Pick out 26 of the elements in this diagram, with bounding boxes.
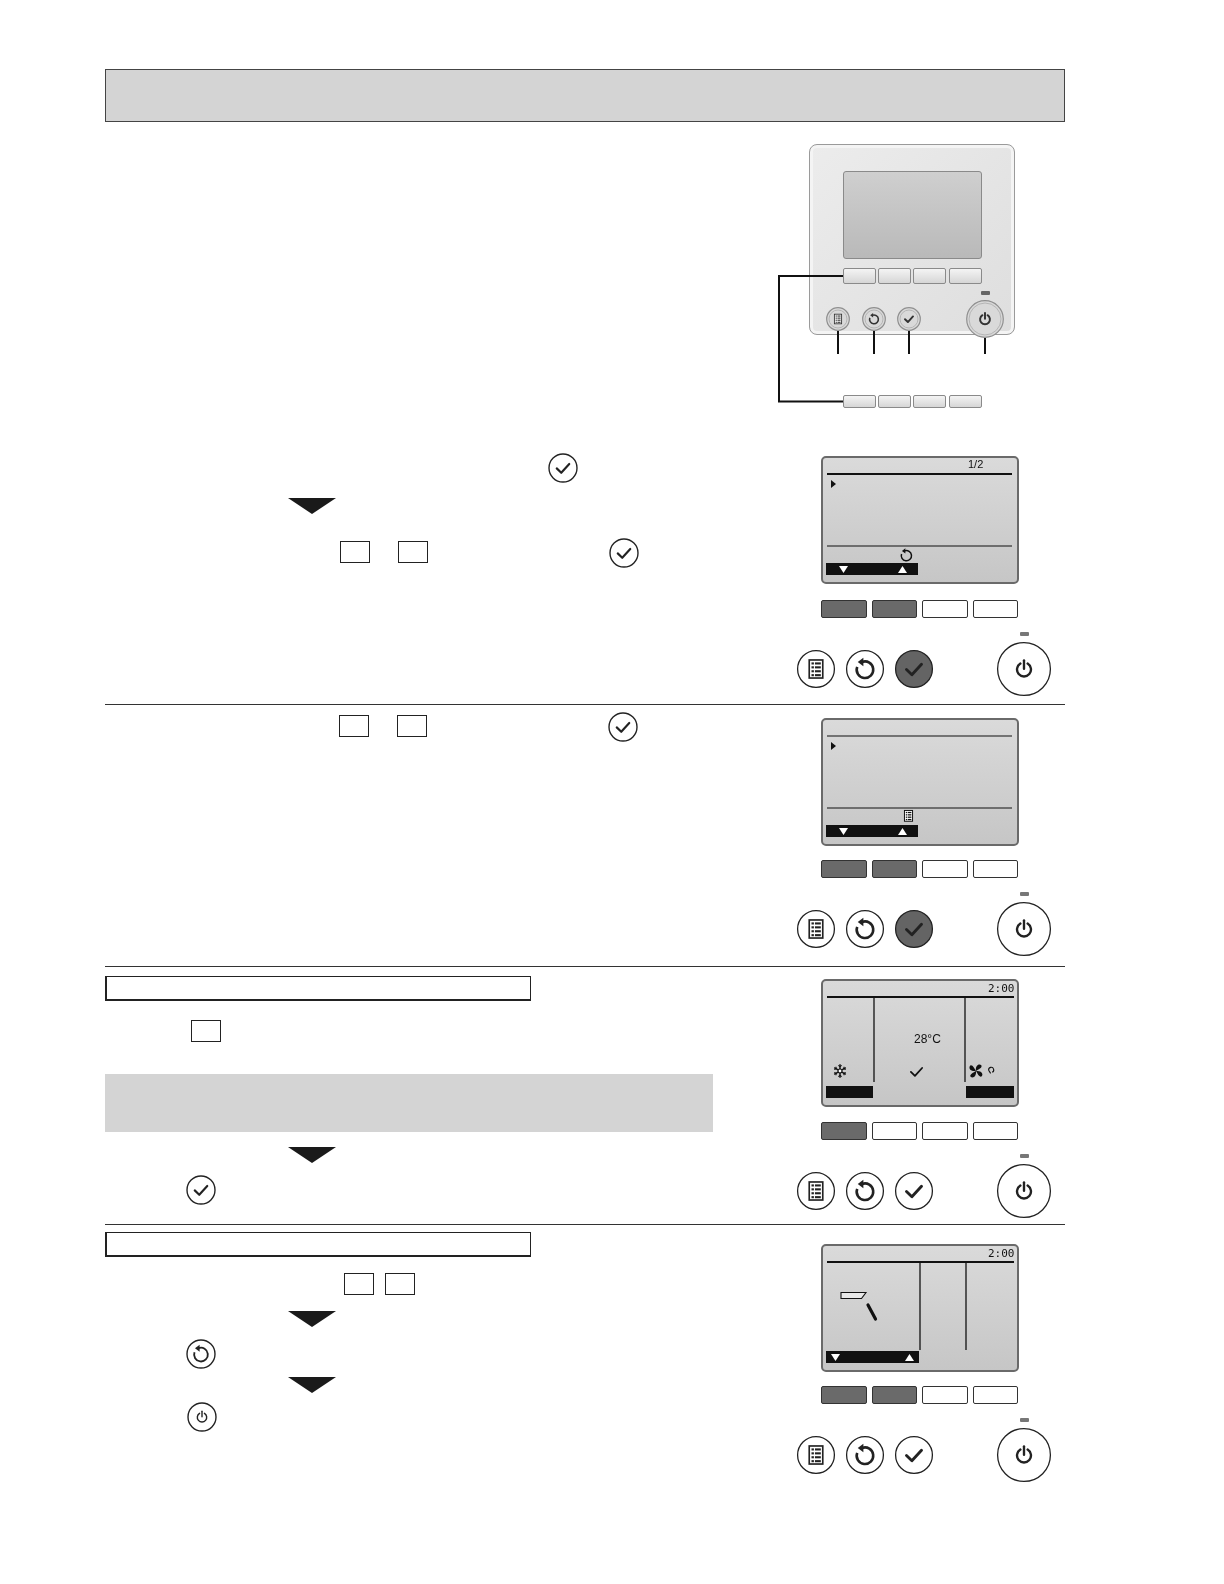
function-button xyxy=(843,395,876,408)
page-number: 1/2 xyxy=(968,458,984,471)
function-button xyxy=(949,395,982,408)
function-button xyxy=(949,268,982,284)
leader-line xyxy=(778,275,844,403)
clock-text: 2:00 xyxy=(988,982,1015,995)
return-button xyxy=(862,307,886,331)
function-button xyxy=(878,268,911,284)
note-box xyxy=(105,1074,713,1132)
remote-controller xyxy=(809,144,1015,335)
leader-line xyxy=(837,330,839,355)
select-button xyxy=(897,307,921,331)
menu-button xyxy=(826,307,850,331)
function-button xyxy=(843,268,876,284)
step-heading-box xyxy=(105,976,531,1001)
function-button xyxy=(878,395,911,408)
power-button xyxy=(966,300,1004,338)
leader-line xyxy=(873,330,875,355)
function-button xyxy=(913,395,946,408)
function-button xyxy=(913,268,946,284)
lcd-screen xyxy=(843,171,982,259)
temperature-text: 28°C xyxy=(914,1033,941,1046)
step-heading-box xyxy=(105,1232,531,1257)
leader-line xyxy=(984,337,986,355)
clock-text: 2:00 xyxy=(988,1247,1015,1260)
leader-line xyxy=(908,330,910,355)
